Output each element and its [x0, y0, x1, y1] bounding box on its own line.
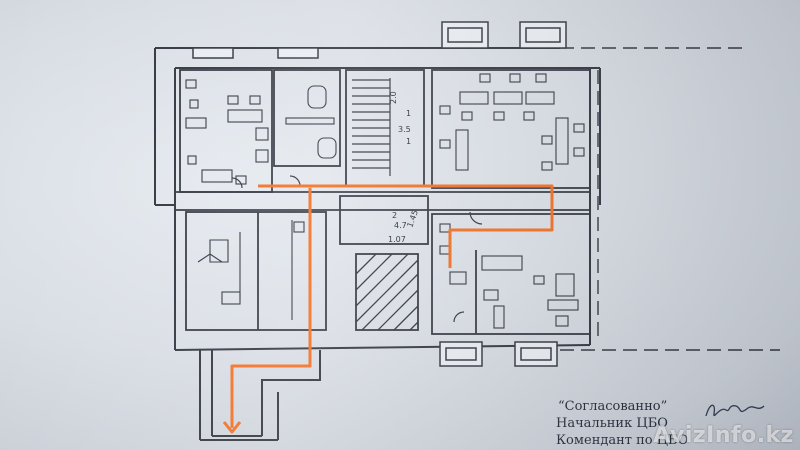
outer-walls: [154, 47, 601, 351]
hatched-area: [355, 253, 419, 331]
interior-walls: [176, 69, 591, 335]
stair-label-1: 2.0: [389, 91, 398, 104]
dashed-boundary: [560, 47, 780, 351]
stair-label-4: 1: [406, 137, 411, 146]
approval-caption: “Согласованно” Начальник ЦБО Комендант п…: [556, 398, 688, 449]
furniture: [185, 73, 585, 329]
caption-agreed: “Согласованно”: [558, 399, 668, 414]
caption-commandant: Комендант по ЦБО: [556, 433, 689, 448]
caption-head: Начальник ЦБО: [556, 416, 668, 431]
watermark: AvizInfo.kz: [653, 423, 794, 448]
stair-label-2: 1: [406, 109, 411, 118]
landing-label-2: 4.7: [394, 221, 407, 230]
windows-bottom: [439, 341, 558, 367]
landing-label-1: 2: [392, 211, 397, 220]
stair-treads: [352, 78, 391, 176]
stair-labels: 2.0 1 3.5 1 2 4.7 1.07 1.45: [388, 91, 420, 244]
door-swings: [231, 175, 483, 323]
signature: [705, 404, 765, 417]
evacuation-route: [222, 184, 554, 434]
windows-top: [192, 21, 567, 59]
landing-label-3: 1.07: [388, 235, 406, 244]
landing-label-4: 1.45: [405, 209, 420, 229]
exit-annex: [199, 350, 321, 441]
stair-label-3: 3.5: [398, 125, 411, 134]
